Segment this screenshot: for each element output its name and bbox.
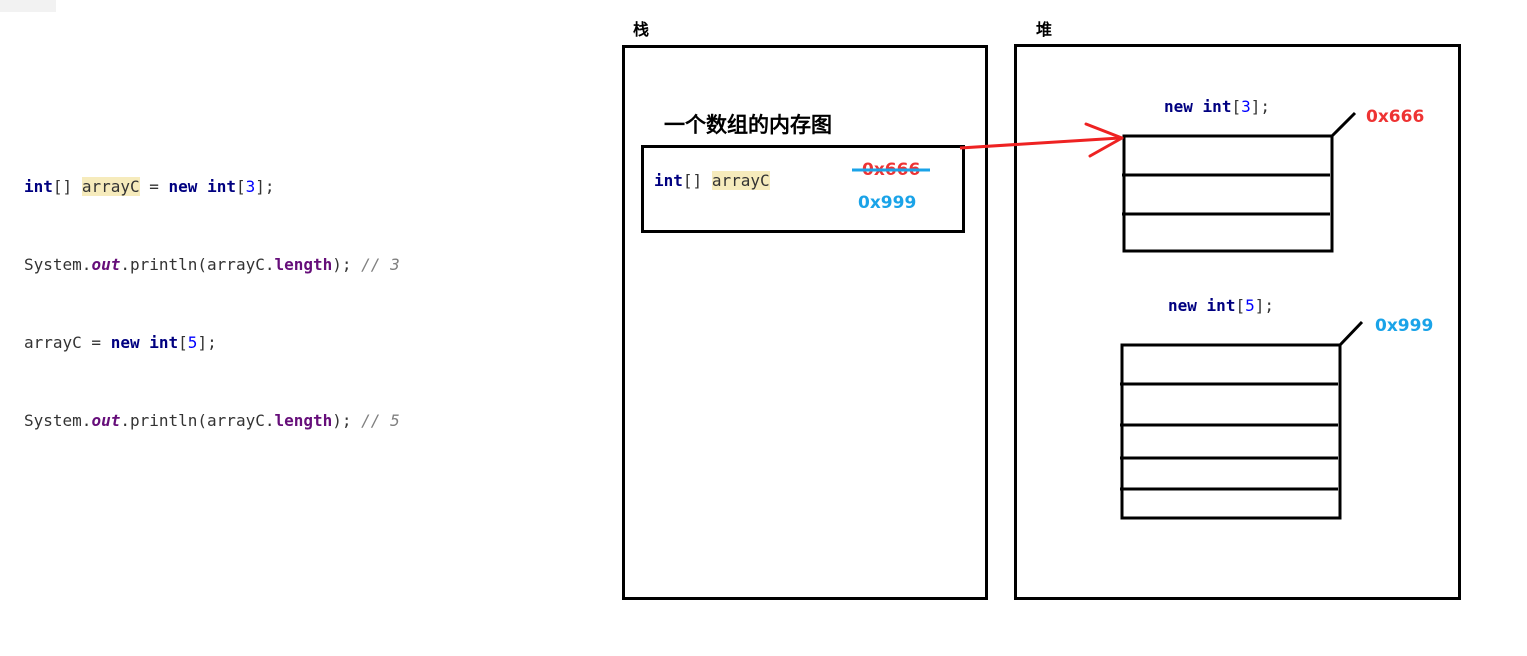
code-text: [	[1231, 97, 1242, 116]
heap-array-5	[1120, 320, 1364, 520]
code-snippet: int[] arrayC = new int[3]; System.out.pr…	[24, 122, 400, 486]
code-text: );	[332, 255, 362, 274]
stack-label: 栈	[633, 20, 650, 39]
heap-array-3-address: 0x666	[1366, 107, 1425, 127]
heap-array-3-address-tick	[1330, 111, 1357, 138]
code-text: []	[682, 171, 712, 190]
keyword-new: new	[1164, 97, 1193, 116]
code-text: =	[139, 177, 169, 196]
stack-region	[622, 45, 988, 600]
pointer-arrow	[959, 122, 1124, 158]
keyword-new: new	[168, 177, 198, 196]
field-length: length	[274, 411, 333, 430]
keyword-new: new	[110, 333, 140, 352]
code-text: ];	[1254, 296, 1274, 315]
code-text: [	[235, 177, 246, 196]
variable-declaration: int[] arrayC	[654, 171, 770, 190]
static-field-out: out	[91, 411, 121, 430]
diagram-title: 一个数组的内存图	[664, 113, 832, 137]
variable-arrayc: arrayC	[81, 177, 140, 196]
code-text: ];	[255, 177, 275, 196]
code-comment: // 5	[361, 411, 400, 430]
field-length: length	[274, 255, 333, 274]
corner-mark	[0, 0, 56, 12]
code-text: ];	[1250, 97, 1270, 116]
code-text: ];	[197, 333, 217, 352]
variable-slot	[641, 145, 965, 233]
variable-name: arrayC	[711, 171, 770, 190]
code-text: );	[332, 411, 362, 430]
array-size-literal: 5	[187, 333, 198, 352]
keyword-int: int	[1202, 97, 1232, 116]
keyword-int: int	[207, 177, 236, 196]
keyword-int: int	[1206, 296, 1236, 315]
pointer-arrow-shaft	[959, 136, 1121, 150]
code-line-4: System.out.println(arrayC.length); // 5	[24, 408, 400, 434]
code-text: System.	[24, 255, 92, 274]
code-line-3: arrayC = new int[5];	[24, 330, 400, 356]
heap-array-5-expression: new int[5];	[1168, 296, 1274, 315]
heap-array-3	[1122, 111, 1357, 253]
code-line-2: System.out.println(arrayC.length); // 3	[24, 252, 400, 278]
heap-array-5-outline	[1120, 343, 1342, 520]
code-text: .println(arrayC.	[120, 411, 275, 430]
keyword-int: int	[149, 333, 179, 352]
array-size-literal: 3	[245, 177, 256, 196]
array-size-literal: 5	[1245, 296, 1255, 315]
code-text: [	[178, 333, 188, 352]
code-text: [	[1235, 296, 1246, 315]
code-text: System.	[24, 411, 92, 430]
heap-array-3-expression: new int[3];	[1164, 97, 1270, 116]
keyword-int: int	[654, 171, 683, 190]
heap-array-3-outline	[1122, 134, 1334, 253]
heap-array-5-address-tick	[1338, 320, 1364, 347]
code-comment: // 3	[361, 255, 400, 274]
heap-label: 堆	[1036, 20, 1053, 39]
code-text: []	[52, 177, 82, 196]
new-address-value: 0x999	[858, 193, 917, 213]
code-line-1: int[] arrayC = new int[3];	[24, 174, 400, 200]
keyword-new: new	[1168, 296, 1197, 315]
keyword-int: int	[24, 177, 53, 196]
code-text: .println(arrayC.	[120, 255, 275, 274]
static-field-out: out	[91, 255, 121, 274]
heap-array-5-address: 0x999	[1375, 316, 1434, 336]
code-text: arrayC =	[24, 333, 111, 352]
heap-region	[1014, 44, 1461, 600]
pointer-arrow-head	[1084, 122, 1124, 158]
array-size-literal: 3	[1241, 97, 1251, 116]
